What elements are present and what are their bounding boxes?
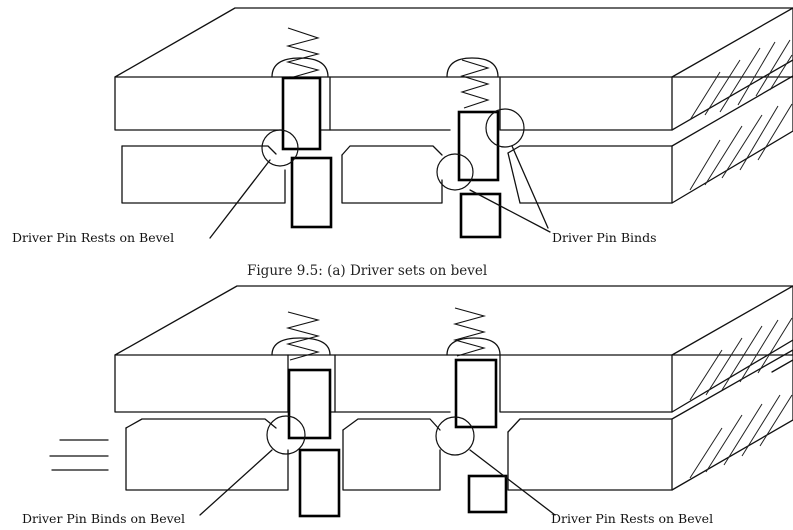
figure-a-label-left: Driver Pin Rests on Bevel (12, 230, 174, 245)
figure-a-drawing (115, 8, 793, 238)
figure-a-plug (122, 76, 793, 203)
figure-b-drawing (50, 286, 793, 516)
figure-a-label-right: Driver Pin Binds (552, 230, 657, 245)
figure-b-key-pin-1 (300, 450, 339, 516)
figure-b-key-pin-2 (469, 476, 506, 512)
figure-a-driver-pin-2 (459, 112, 498, 180)
figure-b-label-right: Driver Pin Rests on Bevel (551, 511, 713, 526)
figure-a-key-pin-2 (461, 194, 500, 237)
figure-a-caption: Figure 9.5: (a) Driver sets on bevel (247, 263, 487, 279)
figure-b-label-left: Driver Pin Binds on Bevel (22, 511, 185, 526)
figure-a-leader-left (210, 160, 270, 238)
figure-a-leader-right-2 (512, 146, 548, 228)
figure-b-driver-pin-2 (456, 360, 496, 427)
figure-a-key-pin-1 (292, 158, 331, 227)
figure-b-driver-pin-1 (289, 370, 330, 438)
figure-b-upper-block (115, 286, 793, 412)
figure-a-driver-pin-1 (283, 78, 320, 149)
figure-b-motion-lines (50, 440, 108, 470)
figure-b-leader-left (200, 450, 272, 515)
figure-a-upper-block (115, 8, 793, 130)
